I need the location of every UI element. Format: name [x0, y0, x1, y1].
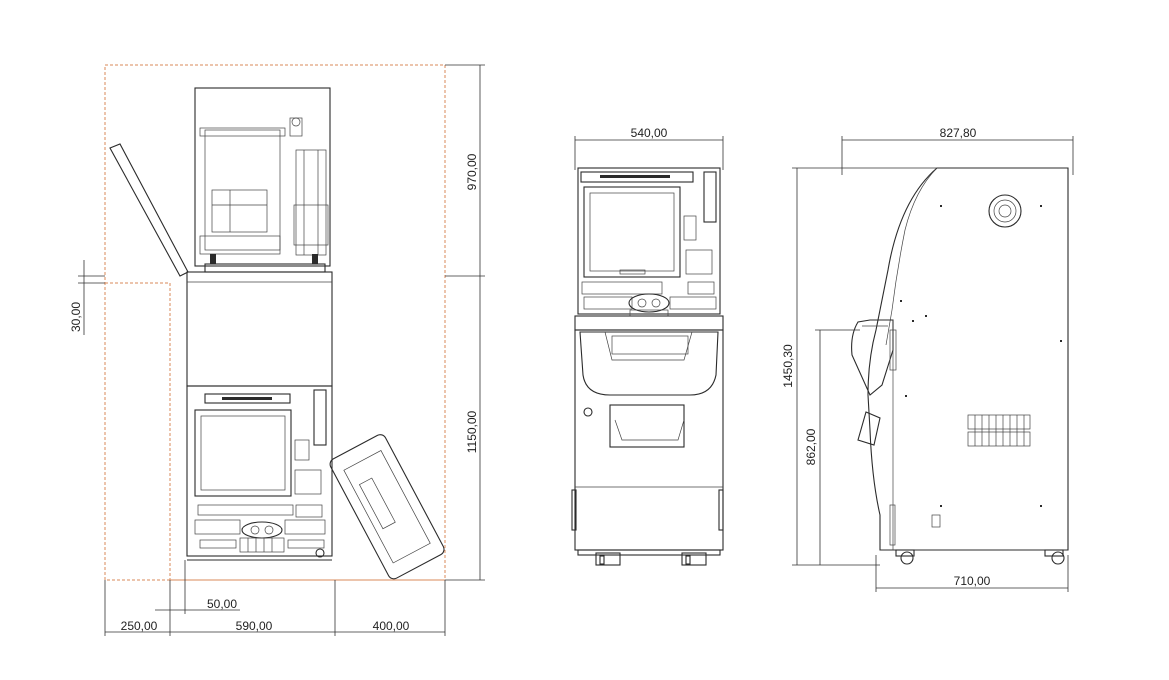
dim-30: 30,00 — [69, 302, 83, 332]
front-view-dimensions — [574, 136, 724, 170]
dim-1450-30: 1450,30 — [781, 344, 795, 388]
front-view: 540,00 — [571, 126, 724, 566]
dim-400: 400,00 — [373, 619, 410, 633]
dim-862: 862,00 — [804, 428, 818, 465]
open-side-door — [329, 434, 445, 580]
dim-1150: 1150,00 — [465, 410, 479, 453]
dim-590: 590,00 — [236, 619, 273, 633]
side-view: 827,80 1450,30 862,00 710,00 — [781, 126, 1074, 592]
dim-827-80: 827,80 — [940, 126, 977, 140]
front-open-body — [186, 271, 333, 561]
side-atm-body — [851, 167, 1069, 565]
side-view-dimensions — [792, 136, 1074, 592]
front-atm-body — [571, 167, 724, 566]
dim-250: 250,00 — [121, 619, 158, 633]
front-open-dimensions — [78, 64, 485, 636]
dim-710: 710,00 — [954, 574, 991, 588]
service-envelope — [104, 64, 446, 581]
dim-540: 540,00 — [631, 126, 668, 140]
dim-50: 50,00 — [207, 597, 237, 611]
pulled-out-module — [194, 87, 331, 273]
dim-970: 970,00 — [465, 153, 479, 190]
open-top-cover — [109, 143, 189, 277]
front-open-view: 970,00 30,00 1150,00 250,00 590,00 400,0… — [69, 64, 485, 636]
